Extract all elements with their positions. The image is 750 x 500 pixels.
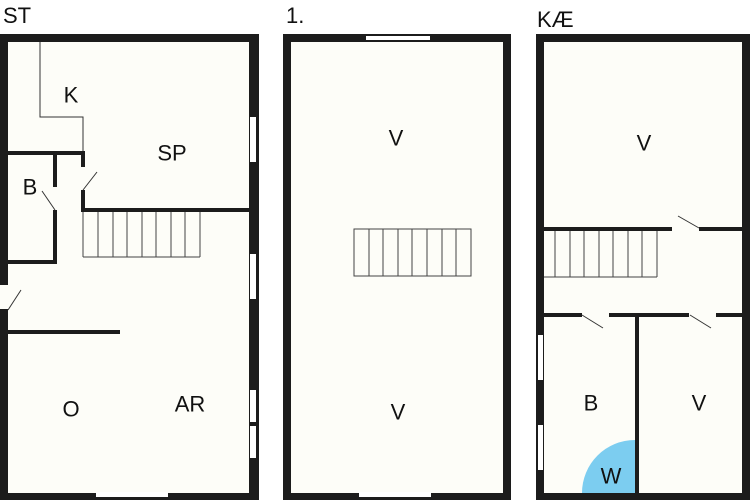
interior-wall [609,313,689,317]
room-label-b: B [584,391,599,416]
window [250,117,256,162]
room-label-v-upper: V [389,126,404,151]
interior-wall [699,227,742,231]
door-swing [689,314,712,329]
interior-wall [8,330,120,334]
window [250,390,256,422]
door-swing [82,171,98,191]
room-label-ar: AR [175,392,206,417]
window [96,492,168,497]
room-label-sp: SP [157,141,186,166]
interior-wall [544,313,582,317]
window [538,425,543,470]
wet-area-shower [582,440,635,493]
staircase [353,228,472,277]
room-label-k: K [64,83,79,108]
room-label-o: O [62,397,79,422]
door-swing [7,289,22,311]
interior-wall [81,190,85,211]
interior-wall [8,260,57,264]
floor-st: ST [0,3,259,500]
window [359,492,431,497]
floor-area [544,42,742,493]
window [250,254,256,299]
room-label-v-right: V [692,391,707,416]
floor-title-kae: KÆ [537,7,574,32]
staircase [82,212,201,258]
interior-wall [544,227,672,231]
interior-wall [81,208,249,212]
floor-title-st: ST [3,3,31,28]
interior-wall [635,313,639,493]
window [250,426,256,458]
kitchen-outline [39,42,84,152]
floor-1: 1. V V [283,3,511,500]
door-opening [0,285,8,309]
floor-area [291,42,503,493]
floor-title-1: 1. [286,3,304,28]
interior-wall [8,151,85,155]
interior-wall [81,151,85,167]
floor-area [8,42,249,493]
room-label-b: B [23,175,38,200]
interior-wall [53,151,57,187]
interior-wall [716,313,742,317]
interior-wall [53,210,57,264]
floor-kae: KÆ V B V [536,7,750,500]
door-swing [581,314,604,329]
door-swing [41,190,56,211]
window [538,335,543,380]
room-label-v-top: V [637,131,652,156]
window [366,36,430,40]
room-label-w: W [601,464,622,489]
staircase [544,231,658,278]
room-label-v-lower: V [391,400,406,425]
door-swing [677,215,700,229]
